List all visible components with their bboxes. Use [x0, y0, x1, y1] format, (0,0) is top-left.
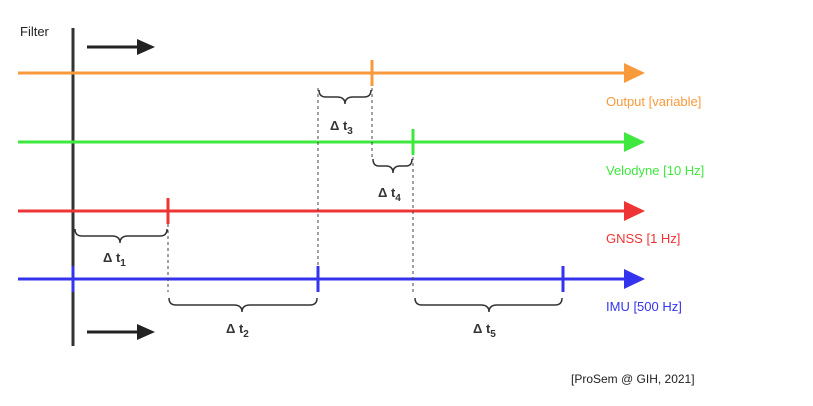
brace-dt1 [74, 228, 168, 244]
citation: [ProSem @ GIH, 2021] [571, 372, 695, 386]
brace-dt3 [318, 89, 372, 105]
interval-dt3-label: Δ t3 [330, 118, 353, 137]
interval-dt4-label: Δ t4 [378, 185, 401, 204]
dashed-guides [167, 88, 414, 292]
brace-dt4 [372, 158, 413, 174]
interval-dt1-label: Δ t1 [103, 250, 126, 269]
gnss-stream: GNSS [1 Hz] [18, 198, 680, 246]
velodyne-arrowhead [624, 132, 645, 152]
output-stream: Output [variable] [18, 60, 701, 109]
filter-label: Filter [20, 24, 50, 39]
top-direction-arrow [87, 39, 155, 55]
gnss-arrowhead [624, 201, 645, 221]
velodyne-label: Velodyne [10 Hz] [606, 163, 704, 178]
velodyne-stream: Velodyne [10 Hz] [18, 129, 704, 178]
output-label: Output [variable] [606, 94, 701, 109]
imu-stream: IMU [500 Hz] [18, 266, 682, 314]
interval-dt5-label: Δ t5 [473, 321, 496, 340]
gnss-label: GNSS [1 Hz] [606, 231, 680, 246]
bottom-direction-arrow [87, 324, 155, 340]
brace-dt5 [414, 297, 563, 313]
output-arrowhead [624, 63, 645, 83]
imu-arrowhead [624, 269, 645, 289]
brace-dt2 [168, 297, 318, 313]
imu-label: IMU [500 Hz] [606, 299, 682, 314]
interval-dt2-label: Δ t2 [226, 321, 249, 340]
interval-braces [74, 89, 563, 313]
